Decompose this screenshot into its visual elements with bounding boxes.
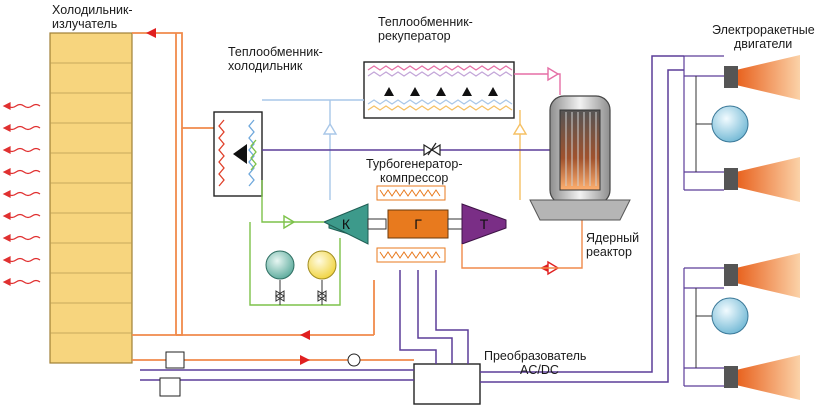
turbogenerator-label-line2: компрессор: [380, 171, 448, 185]
pressurant-tanks: [265, 250, 337, 305]
radiator-label-line1: Холодильник-: [52, 3, 133, 17]
generator-label: Г: [414, 216, 422, 232]
turbogenerator-compressor: К Г Т: [322, 185, 507, 263]
recuperator-piping: [262, 73, 561, 200]
engine-3: [724, 253, 800, 298]
radiator-label-line2: излучатель: [52, 17, 117, 31]
cooler-hx-label-line1: Теплообменник-: [228, 45, 323, 59]
recuperator-label-line1: Теплообменник-: [378, 15, 473, 29]
reactor-label-line2: реактор: [586, 245, 632, 259]
pump-icon: [159, 351, 361, 397]
recuperator-label-line2: рекуператор: [378, 29, 451, 43]
recuperator: [363, 61, 515, 119]
cold-loop-piping: [249, 180, 341, 306]
engines-label-line1: Электроракетные: [712, 23, 815, 37]
nuclear-reactor: [529, 95, 631, 221]
reactor-label-line1: Ядерный: [586, 231, 639, 245]
cooler-heat-exchanger: [213, 111, 263, 197]
engines-label-line2: двигатели: [734, 37, 792, 51]
propellant-tank-upper: [711, 105, 749, 143]
turbine-label: Т: [480, 216, 489, 232]
cooler-hx-label-line2: холодильник: [228, 59, 303, 73]
converter-label-line1: Преобразователь: [484, 349, 586, 363]
electric-bus-lines: [140, 55, 684, 383]
converter-label-line2: AC/DC: [520, 363, 559, 377]
compressor-label: К: [342, 216, 351, 232]
electric-propulsion-engines: [683, 55, 800, 400]
engine-2: [724, 157, 800, 202]
labels: Холодильник- излучатель Теплообменник- х…: [52, 3, 815, 377]
hot-loop-piping: [461, 195, 583, 269]
valve-icon: [423, 142, 441, 157]
converter-ac-dc: [413, 363, 481, 405]
engine-1: [724, 55, 800, 100]
radiator: [49, 32, 133, 364]
propellant-tank-lower: [711, 297, 749, 335]
engine-4: [724, 355, 800, 400]
turbogenerator-label-line1: Турбогенератор-: [366, 157, 462, 171]
heat-radiation-arrows-icon: [2, 102, 41, 286]
